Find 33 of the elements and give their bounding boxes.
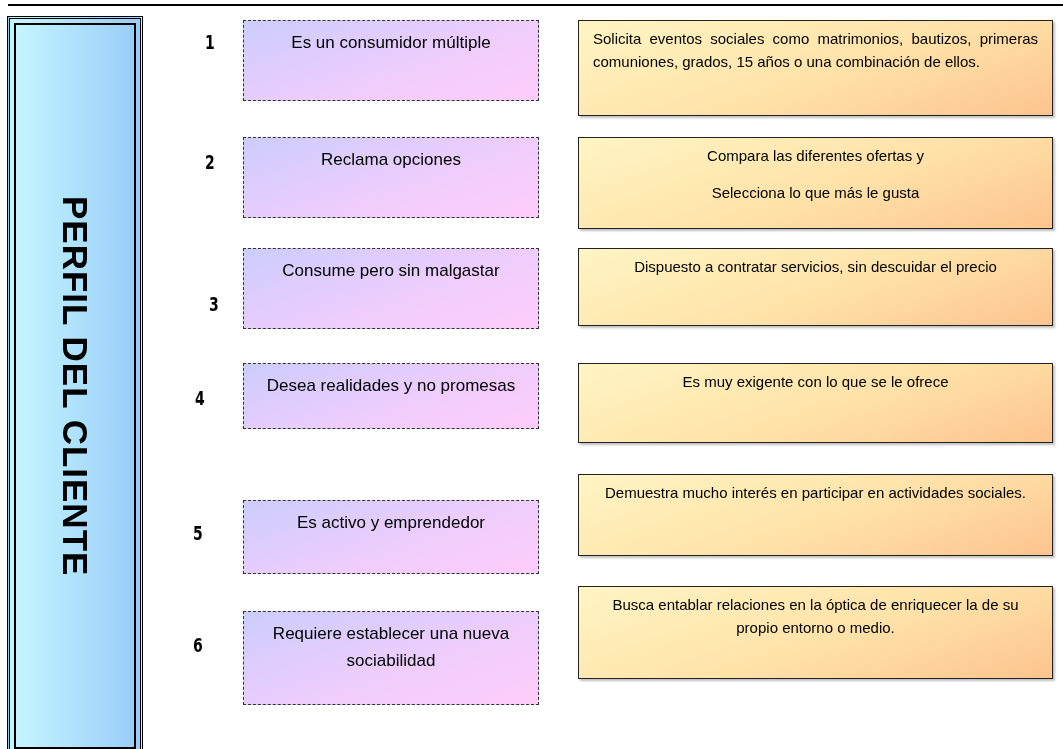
description-text: Es muy exigente con lo que se le ofrece [681, 372, 950, 392]
description-box [578, 474, 1053, 556]
step-number: 2 [205, 150, 215, 174]
description-box [578, 20, 1053, 116]
trait-box [243, 363, 539, 429]
description-text: Compara las diferentes ofertas y [706, 146, 925, 166]
trait-box [243, 20, 539, 101]
trait-box [243, 611, 539, 705]
trait-box [243, 500, 539, 574]
vertical-title: PERFIL DEL CLIENTE [55, 195, 95, 577]
trait-box [243, 137, 539, 218]
step-number: 3 [209, 292, 219, 316]
trait-text: Consume pero sin malgastar [282, 260, 500, 282]
trait-box [243, 248, 539, 329]
step-number: 4 [195, 386, 205, 410]
step-number: 6 [193, 633, 203, 657]
description-box [578, 248, 1053, 326]
description-box [578, 137, 1053, 229]
trait-text: Desea realidades y no promesas [266, 375, 516, 397]
description-box [578, 586, 1053, 679]
description-box [578, 363, 1053, 443]
description-text: Selecciona lo que más le gusta [710, 183, 921, 203]
trait-text: Reclama opciones [321, 149, 461, 171]
description-text: Busca entablar relaciones en la óptica de enriquecer la de su propio entorno o medio. [611, 595, 1020, 638]
trait-text: Requiere establecer una nueva sociabilidad [271, 623, 511, 672]
trait-text: Es un consumidor múltiple [291, 32, 491, 54]
title-panel [7, 16, 143, 749]
description-text: Solicita eventos sociales como matrimonios, bautizos, primeras comuniones, grados, 15 años o una combinación de ellos. [593, 29, 1038, 72]
step-number: 1 [205, 30, 215, 54]
step-number: 5 [193, 521, 203, 545]
trait-text: Es activo y emprendedor [296, 512, 485, 534]
description-text: Demuestra mucho interés en participar en actividades sociales. [603, 483, 1027, 503]
description-text: Dispuesto a contratar servicios, sin descuidar el precio [633, 257, 998, 277]
